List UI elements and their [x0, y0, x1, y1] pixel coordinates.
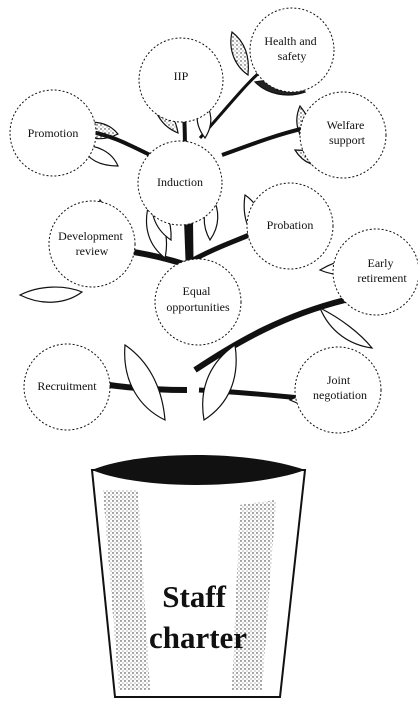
leaf-center-left	[125, 345, 165, 420]
joint-negotiation-line-1: Joint	[327, 373, 351, 387]
leaf-health-left	[231, 32, 249, 75]
leaf-retirement-lower	[320, 308, 372, 348]
promotion-label: Promotion	[28, 126, 79, 140]
probation-label: Probation	[267, 218, 314, 232]
recruitment-label: Recruitment	[37, 379, 97, 393]
health-and-safety-line-2: safety	[278, 49, 307, 63]
pot-label-line-2: charter	[149, 620, 247, 655]
welfare-support-label: Welfare support	[327, 118, 368, 147]
branch-right-welfare	[222, 128, 305, 155]
pot-group: Staff charter	[92, 455, 305, 697]
pot-label-line-1: Staff	[162, 579, 226, 614]
equal-opportunities-line-1: Equal	[183, 284, 212, 298]
induction-label: Induction	[157, 175, 203, 189]
early-retirement-line-1: Early	[368, 256, 394, 270]
development-review-line-2: review	[76, 244, 109, 258]
early-retirement-line-2: retirement	[357, 271, 407, 285]
health-and-safety-line-1: Health and	[264, 34, 316, 48]
equal-opportunities-line-2: opportunities	[166, 300, 230, 314]
welfare-support-line-1: Welfare	[327, 118, 365, 132]
joint-negotiation-line-2: negotiation	[313, 388, 367, 402]
development-review-line-1: Development	[58, 229, 123, 243]
leaf-recruitment-left-upper	[20, 287, 82, 302]
iip-label: IIP	[174, 69, 189, 83]
welfare-support-line-2: support	[329, 133, 366, 147]
